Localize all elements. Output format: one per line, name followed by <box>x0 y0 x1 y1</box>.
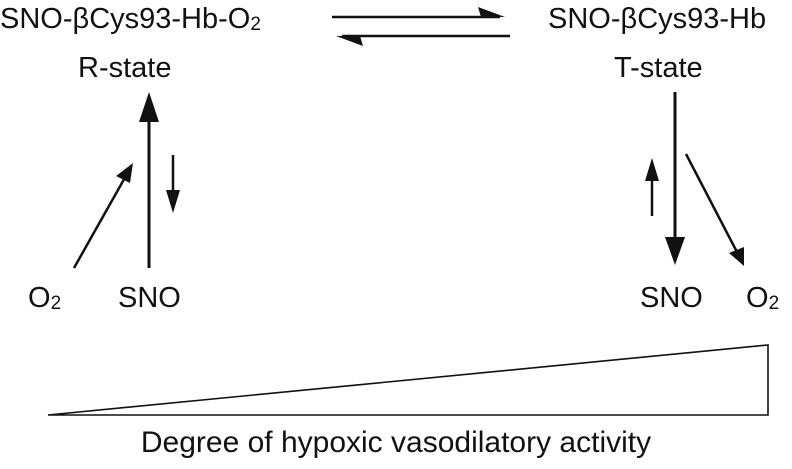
o2-release-arrowhead <box>729 247 744 266</box>
left-small-down-arrowhead <box>166 190 180 213</box>
sno-to-r-state-arrowhead <box>139 92 159 122</box>
o2-binding-arrow <box>72 173 129 269</box>
o2-right-label: O2 <box>746 282 780 314</box>
o2-left-label: O2 <box>28 282 62 314</box>
r-state-label: R-state <box>78 52 172 84</box>
sno-right-label: SNO <box>640 282 703 314</box>
r-state-species-label: SNO-βCys93-Hb-O2 <box>0 3 261 35</box>
right-small-up-arrowhead <box>645 158 659 181</box>
t-state-label: T-state <box>614 52 703 84</box>
equilibrium-reverse-arrowhead <box>336 36 363 46</box>
o2-release-arrow <box>684 153 740 255</box>
t-state-to-sno-arrowhead <box>665 237 685 265</box>
sno-left-label: SNO <box>118 282 181 314</box>
t-state-species-label: SNO-βCys93-Hb <box>548 3 767 35</box>
o2-binding-arrowhead <box>116 163 133 183</box>
activity-axis-label: Degree of hypoxic vasodilatory activity <box>140 426 652 459</box>
activity-gradient-wedge <box>47 344 769 416</box>
equilibrium-forward-arrowhead <box>478 7 505 17</box>
